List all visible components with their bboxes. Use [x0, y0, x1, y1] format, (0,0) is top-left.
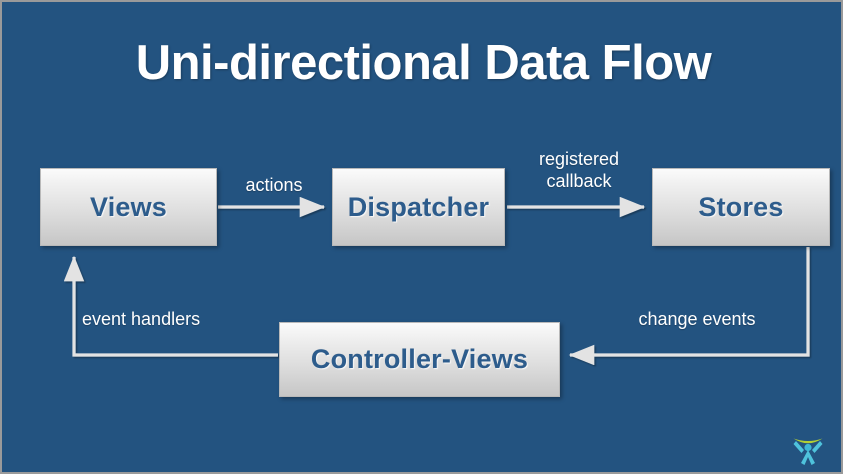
node-views-label: Views: [89, 191, 168, 222]
node-stores[interactable]: Stores: [652, 168, 830, 246]
node-views[interactable]: Views: [40, 168, 217, 246]
person-arc-logo: [793, 438, 823, 465]
edge-label-registered-callback: registered callback: [538, 149, 620, 191]
arrow-stores-to-controller: [568, 247, 810, 366]
page-title: Uni-directional Data Flow: [135, 36, 712, 90]
node-dispatcher-label: Dispatcher: [347, 191, 490, 222]
edge-label-actions: actions: [245, 175, 303, 195]
node-dispatcher[interactable]: Dispatcher: [332, 168, 505, 246]
edge-label-change-events: change events: [638, 309, 756, 329]
edge-label-event-handlers: event handlers: [82, 309, 201, 329]
node-stores-label: Stores: [698, 191, 784, 222]
node-controller-views[interactable]: Controller-Views: [279, 322, 560, 397]
arrow-controller-to-views: [63, 255, 278, 357]
node-controller-views-label: Controller-Views: [310, 344, 529, 374]
